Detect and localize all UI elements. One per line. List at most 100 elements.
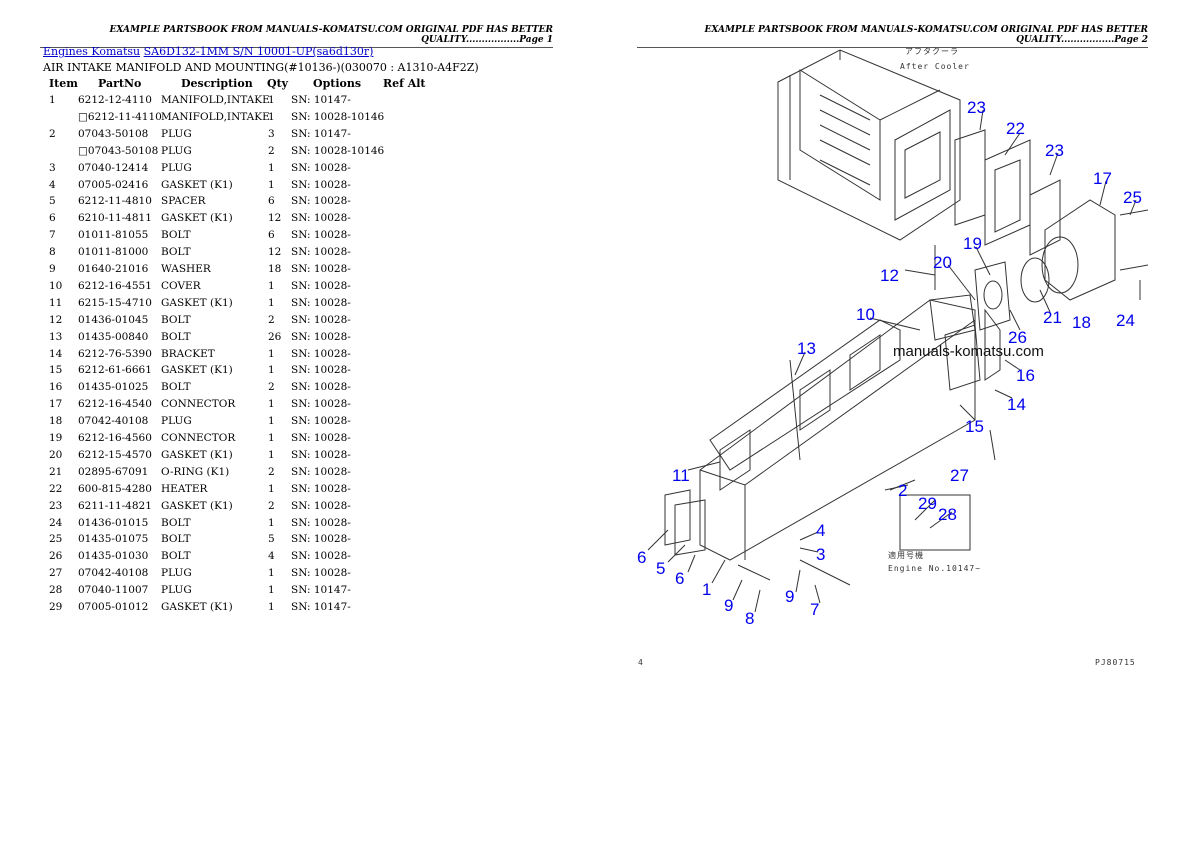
col-item: Item	[49, 77, 78, 90]
item-cell: 23	[49, 499, 63, 512]
item-cell: 25	[49, 533, 63, 546]
engine-number-label: Engine No.10147~	[888, 564, 981, 573]
item-cell: 26	[49, 550, 63, 563]
intake-manifold-drawing	[664, 245, 1001, 586]
callout-number: 23	[967, 98, 986, 117]
partno-cell: 6211-11-4821	[78, 499, 152, 512]
callout-number: 28	[938, 505, 957, 524]
item-cell: 24	[49, 516, 63, 529]
item-cell: 5	[49, 195, 56, 208]
callout-number: 6	[675, 569, 684, 588]
description-cell: PLUG	[161, 584, 192, 597]
options-cell: SN: 10028-	[291, 398, 351, 411]
item-cell: 20	[49, 448, 63, 461]
description-cell: BOLT	[161, 550, 191, 563]
options-cell: SN: 10028-	[291, 347, 351, 360]
description-cell: GASKET (K1)	[161, 448, 233, 461]
description-cell: O-RING (K1)	[161, 465, 230, 478]
partno-cell: 01435-01030	[78, 550, 149, 563]
callout-leaders	[647, 109, 1137, 613]
breadcrumb: Engines Komatsu SA6D132-1MM S/N 10001-UP…	[43, 45, 373, 58]
callout-number: 16	[1016, 366, 1035, 385]
callout-number: 20	[933, 253, 952, 272]
partno-cell: 6212-16-4551	[78, 279, 152, 292]
partno-cell: 01435-00840	[78, 330, 149, 343]
callout-number: 19	[963, 234, 982, 253]
callout-number: 11	[672, 466, 690, 485]
description-cell: PLUG	[161, 567, 192, 580]
qty-cell: 6	[268, 195, 275, 208]
qty-cell: 1	[268, 482, 275, 495]
partno-cell: 01435-01025	[78, 381, 149, 394]
partno-cell: 07040-11007	[78, 584, 149, 597]
callout-number: 21	[1043, 308, 1062, 327]
item-cell: 12	[49, 313, 63, 326]
partno-cell: □6212-11-4110	[78, 110, 162, 123]
qty-cell: 12	[268, 246, 282, 259]
after-cooler-drawing	[777, 49, 961, 241]
options-cell: SN: 10028-	[291, 432, 351, 444]
item-cell: 18	[49, 415, 63, 428]
qty-cell: 26	[268, 330, 282, 343]
options-cell: SN: 10028-	[291, 364, 351, 377]
description-cell: PLUG	[161, 127, 192, 140]
description-cell: PLUG	[161, 144, 192, 157]
partno-cell: □07043-50108	[78, 144, 159, 157]
qty-cell: 1	[268, 567, 275, 580]
description-cell: GASKET (K1)	[161, 212, 233, 225]
partno-cell: 07005-02416	[78, 178, 149, 191]
description-cell: BOLT	[161, 381, 191, 394]
qty-cell: 1	[268, 161, 275, 174]
options-cell: SN: 10028-	[291, 516, 351, 529]
description-cell: MANIFOLD,INTAKE	[161, 94, 270, 106]
breadcrumb-link-engines[interactable]: Engines Komatsu	[43, 45, 141, 58]
callout-number: 3	[816, 545, 825, 564]
qty-cell: 1	[268, 448, 275, 461]
after-cooler-label: After Cooler	[900, 62, 970, 71]
qty-cell: 1	[268, 110, 275, 123]
options-cell: SN: 10028-	[291, 195, 351, 208]
options-cell: SN: 10147-	[291, 94, 351, 106]
item-cell: 27	[49, 567, 63, 580]
item-cell: 16	[49, 381, 63, 394]
description-cell: GASKET (K1)	[161, 601, 233, 613]
callout-number: 6	[637, 548, 646, 567]
partno-cell: 600-815-4280	[78, 482, 152, 495]
description-cell: GASKET (K1)	[161, 178, 233, 191]
item-cell: 11	[49, 296, 63, 309]
qty-cell: 1	[268, 279, 275, 292]
item-cell: 19	[49, 432, 63, 444]
applicable-label-jp: 適用号機	[888, 550, 924, 560]
callout-number: 15	[965, 417, 984, 436]
item-cell: 6	[49, 212, 56, 225]
item-cell: 13	[49, 330, 63, 343]
item-cell: 14	[49, 347, 63, 360]
watermark: manuals-komatsu.com	[893, 343, 1044, 360]
qty-cell: 18	[268, 263, 282, 275]
callout-number: 5	[656, 559, 665, 578]
callout-number: 29	[918, 494, 937, 513]
breadcrumb-link-model[interactable]: SA6D132-1MM S/N 10001-UP(sa6d130r)	[143, 45, 374, 58]
options-cell: SN: 10028-10146	[291, 110, 385, 123]
partno-cell: 07042-40108	[78, 415, 149, 428]
qty-cell: 1	[268, 364, 275, 377]
description-cell: PLUG	[161, 161, 192, 174]
description-cell: WASHER	[161, 263, 211, 275]
qty-cell: 2	[268, 465, 275, 478]
options-cell: SN: 10028-	[291, 567, 351, 580]
options-cell: SN: 10147-	[291, 127, 351, 140]
item-cell: 2	[49, 127, 56, 140]
callout-number: 22	[1006, 119, 1025, 138]
callout-number: 13	[797, 339, 816, 358]
item-cell: 15	[49, 364, 63, 377]
options-cell: SN: 10028-	[291, 533, 351, 546]
page-title: AIR INTAKE MANIFOLD AND MOUNTING(#10136-…	[43, 61, 479, 74]
partno-cell: 01011-81055	[78, 229, 149, 242]
gaskets-heater-drawing	[954, 129, 1149, 331]
callout-number: 2	[898, 481, 907, 500]
callout-number: 7	[810, 600, 819, 619]
options-cell: SN: 10028-	[291, 178, 351, 191]
description-cell: BOLT	[161, 516, 191, 529]
partno-cell: 6212-76-5390	[78, 347, 152, 360]
